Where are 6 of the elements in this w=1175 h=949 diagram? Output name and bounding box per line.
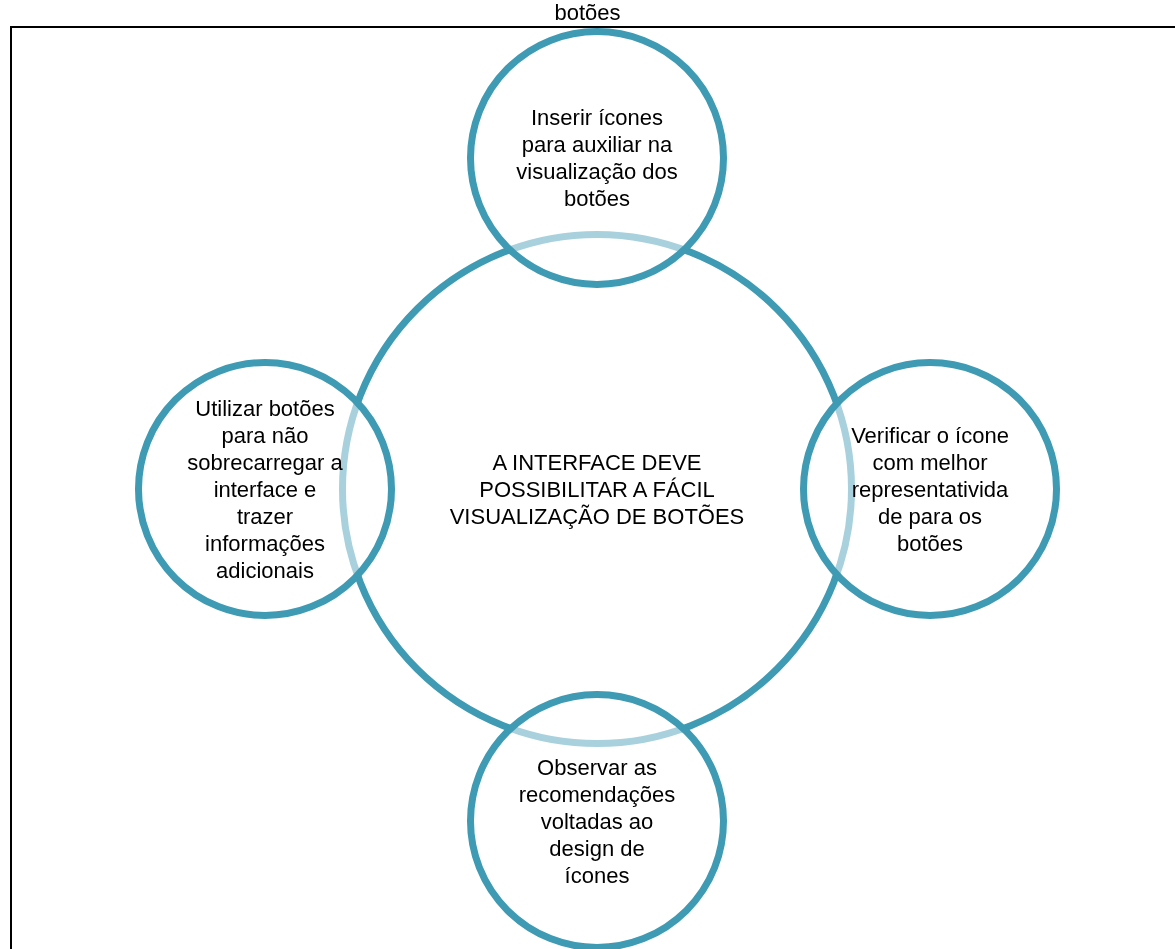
circle-text: Observar as recomendações voltadas ao design de ícones xyxy=(517,753,677,889)
circle-text: Utilizar botões para não sobrecarregar a interface e trazer informações adicionais xyxy=(186,394,344,584)
central-text: A INTERFACE DEVE POSSIBILITAR A FÁCIL VISUALIZAÇÃO DE BOTÕES xyxy=(448,448,746,530)
circle-text: Inserir ícones para auxiliar na visualização dos botões xyxy=(515,104,679,212)
diagram-title: botões xyxy=(554,0,621,25)
circle-text: Verificar o ícone com melhor representatividade para os botões xyxy=(850,421,1010,557)
